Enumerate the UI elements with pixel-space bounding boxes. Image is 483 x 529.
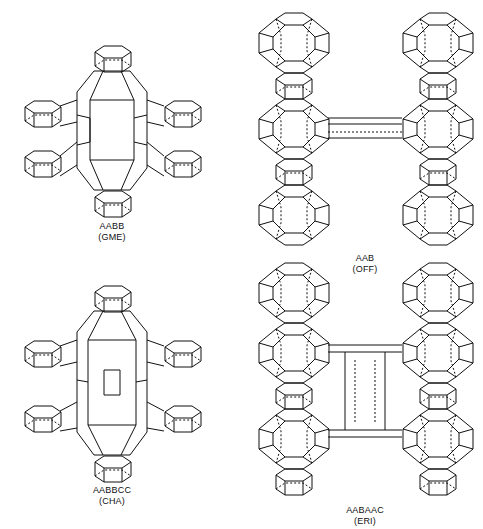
hexagonal-prism	[420, 159, 456, 185]
cancrinite-cage	[259, 263, 329, 323]
hexagonal-prism	[420, 469, 456, 495]
hexagonal-prism	[165, 341, 201, 367]
hexagonal-prism	[165, 101, 201, 127]
cancrinite-cage	[259, 99, 329, 159]
cha-structure	[25, 286, 201, 482]
hexagonal-prism	[276, 383, 312, 409]
hexagonal-prism	[25, 101, 61, 127]
hexagonal-prism	[95, 46, 131, 72]
hexagonal-prism	[95, 456, 131, 482]
gme-structure	[25, 46, 201, 217]
off-structure	[259, 13, 473, 245]
cancrinite-cage	[403, 323, 473, 383]
structure-label: AABB	[100, 221, 125, 232]
hexagonal-prism	[25, 151, 61, 177]
structure-label: AAB	[356, 253, 375, 264]
hexagonal-prism	[276, 159, 312, 185]
cancrinite-cage	[259, 185, 329, 245]
cancrinite-cage	[259, 323, 329, 383]
structure-label: (GME)	[98, 232, 126, 243]
cancrinite-cage	[403, 185, 473, 245]
structure-label: (OFF)	[353, 264, 378, 275]
hexagonal-prism	[95, 191, 131, 217]
structure-label: AABAAC	[346, 505, 384, 516]
hexagonal-prism	[25, 341, 61, 367]
cancrinite-cage	[403, 263, 473, 323]
cancrinite-cage	[403, 409, 473, 469]
hexagonal-prism	[420, 73, 456, 99]
hexagonal-prism	[276, 469, 312, 495]
structure-label: (CHA)	[99, 496, 125, 507]
hexagonal-prism	[95, 286, 131, 312]
eri-structure	[259, 263, 473, 495]
cancrinite-cage	[259, 409, 329, 469]
hexagonal-prism	[165, 151, 201, 177]
hexagonal-prism	[25, 406, 61, 432]
cancrinite-cage	[403, 99, 473, 159]
cancrinite-cage	[403, 13, 473, 73]
hexagonal-prism	[276, 73, 312, 99]
cancrinite-cage	[259, 13, 329, 73]
hexagonal-prism	[165, 406, 201, 432]
structure-label: (ERI)	[354, 516, 376, 527]
hexagonal-prism	[420, 383, 456, 409]
structure-label: AABBCC	[93, 485, 131, 496]
